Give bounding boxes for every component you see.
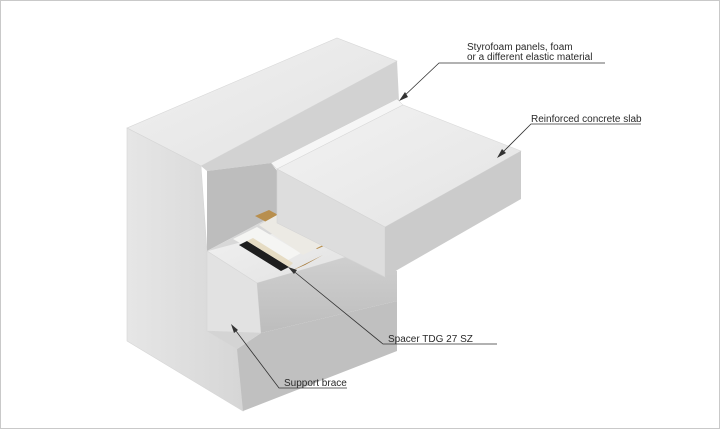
brace-side-face bbox=[257, 257, 397, 333]
slab-label: Reinforced concrete slab bbox=[531, 114, 642, 125]
leader-styrofoam bbox=[400, 62, 605, 100]
wall-block bbox=[126, 37, 399, 412]
styrofoam-label-line2: or a different elastic material bbox=[467, 52, 593, 63]
leader-slab bbox=[498, 123, 641, 157]
support-brace bbox=[206, 226, 397, 411]
leader-brace bbox=[232, 326, 347, 389]
wall-lower-side-face bbox=[237, 301, 397, 411]
leader-arrowheads bbox=[231, 92, 506, 333]
leader-lines bbox=[232, 62, 641, 389]
spacer-white-layer bbox=[233, 227, 301, 265]
spacer-rubber-strip bbox=[239, 241, 289, 271]
brace-label: Support brace bbox=[284, 378, 347, 389]
brace-underside bbox=[207, 331, 261, 349]
arrow-spacer bbox=[288, 267, 297, 274]
spacer-label: Spacer TDG 27 SZ bbox=[388, 334, 473, 345]
styrofoam-label-line1: Styrofoam panels, foam bbox=[467, 42, 573, 53]
spacer-light-strip bbox=[247, 238, 293, 267]
slab-side-face bbox=[385, 151, 521, 277]
arrow-slab bbox=[497, 149, 506, 158]
arrow-styrofoam bbox=[399, 92, 408, 101]
leader-spacer bbox=[290, 268, 497, 345]
concrete-slab bbox=[276, 104, 522, 278]
spacer-foam-layer bbox=[259, 215, 323, 255]
spacer-wood-strip-front bbox=[291, 255, 323, 271]
wall-right-face bbox=[201, 61, 399, 171]
arrow-brace bbox=[231, 324, 238, 333]
